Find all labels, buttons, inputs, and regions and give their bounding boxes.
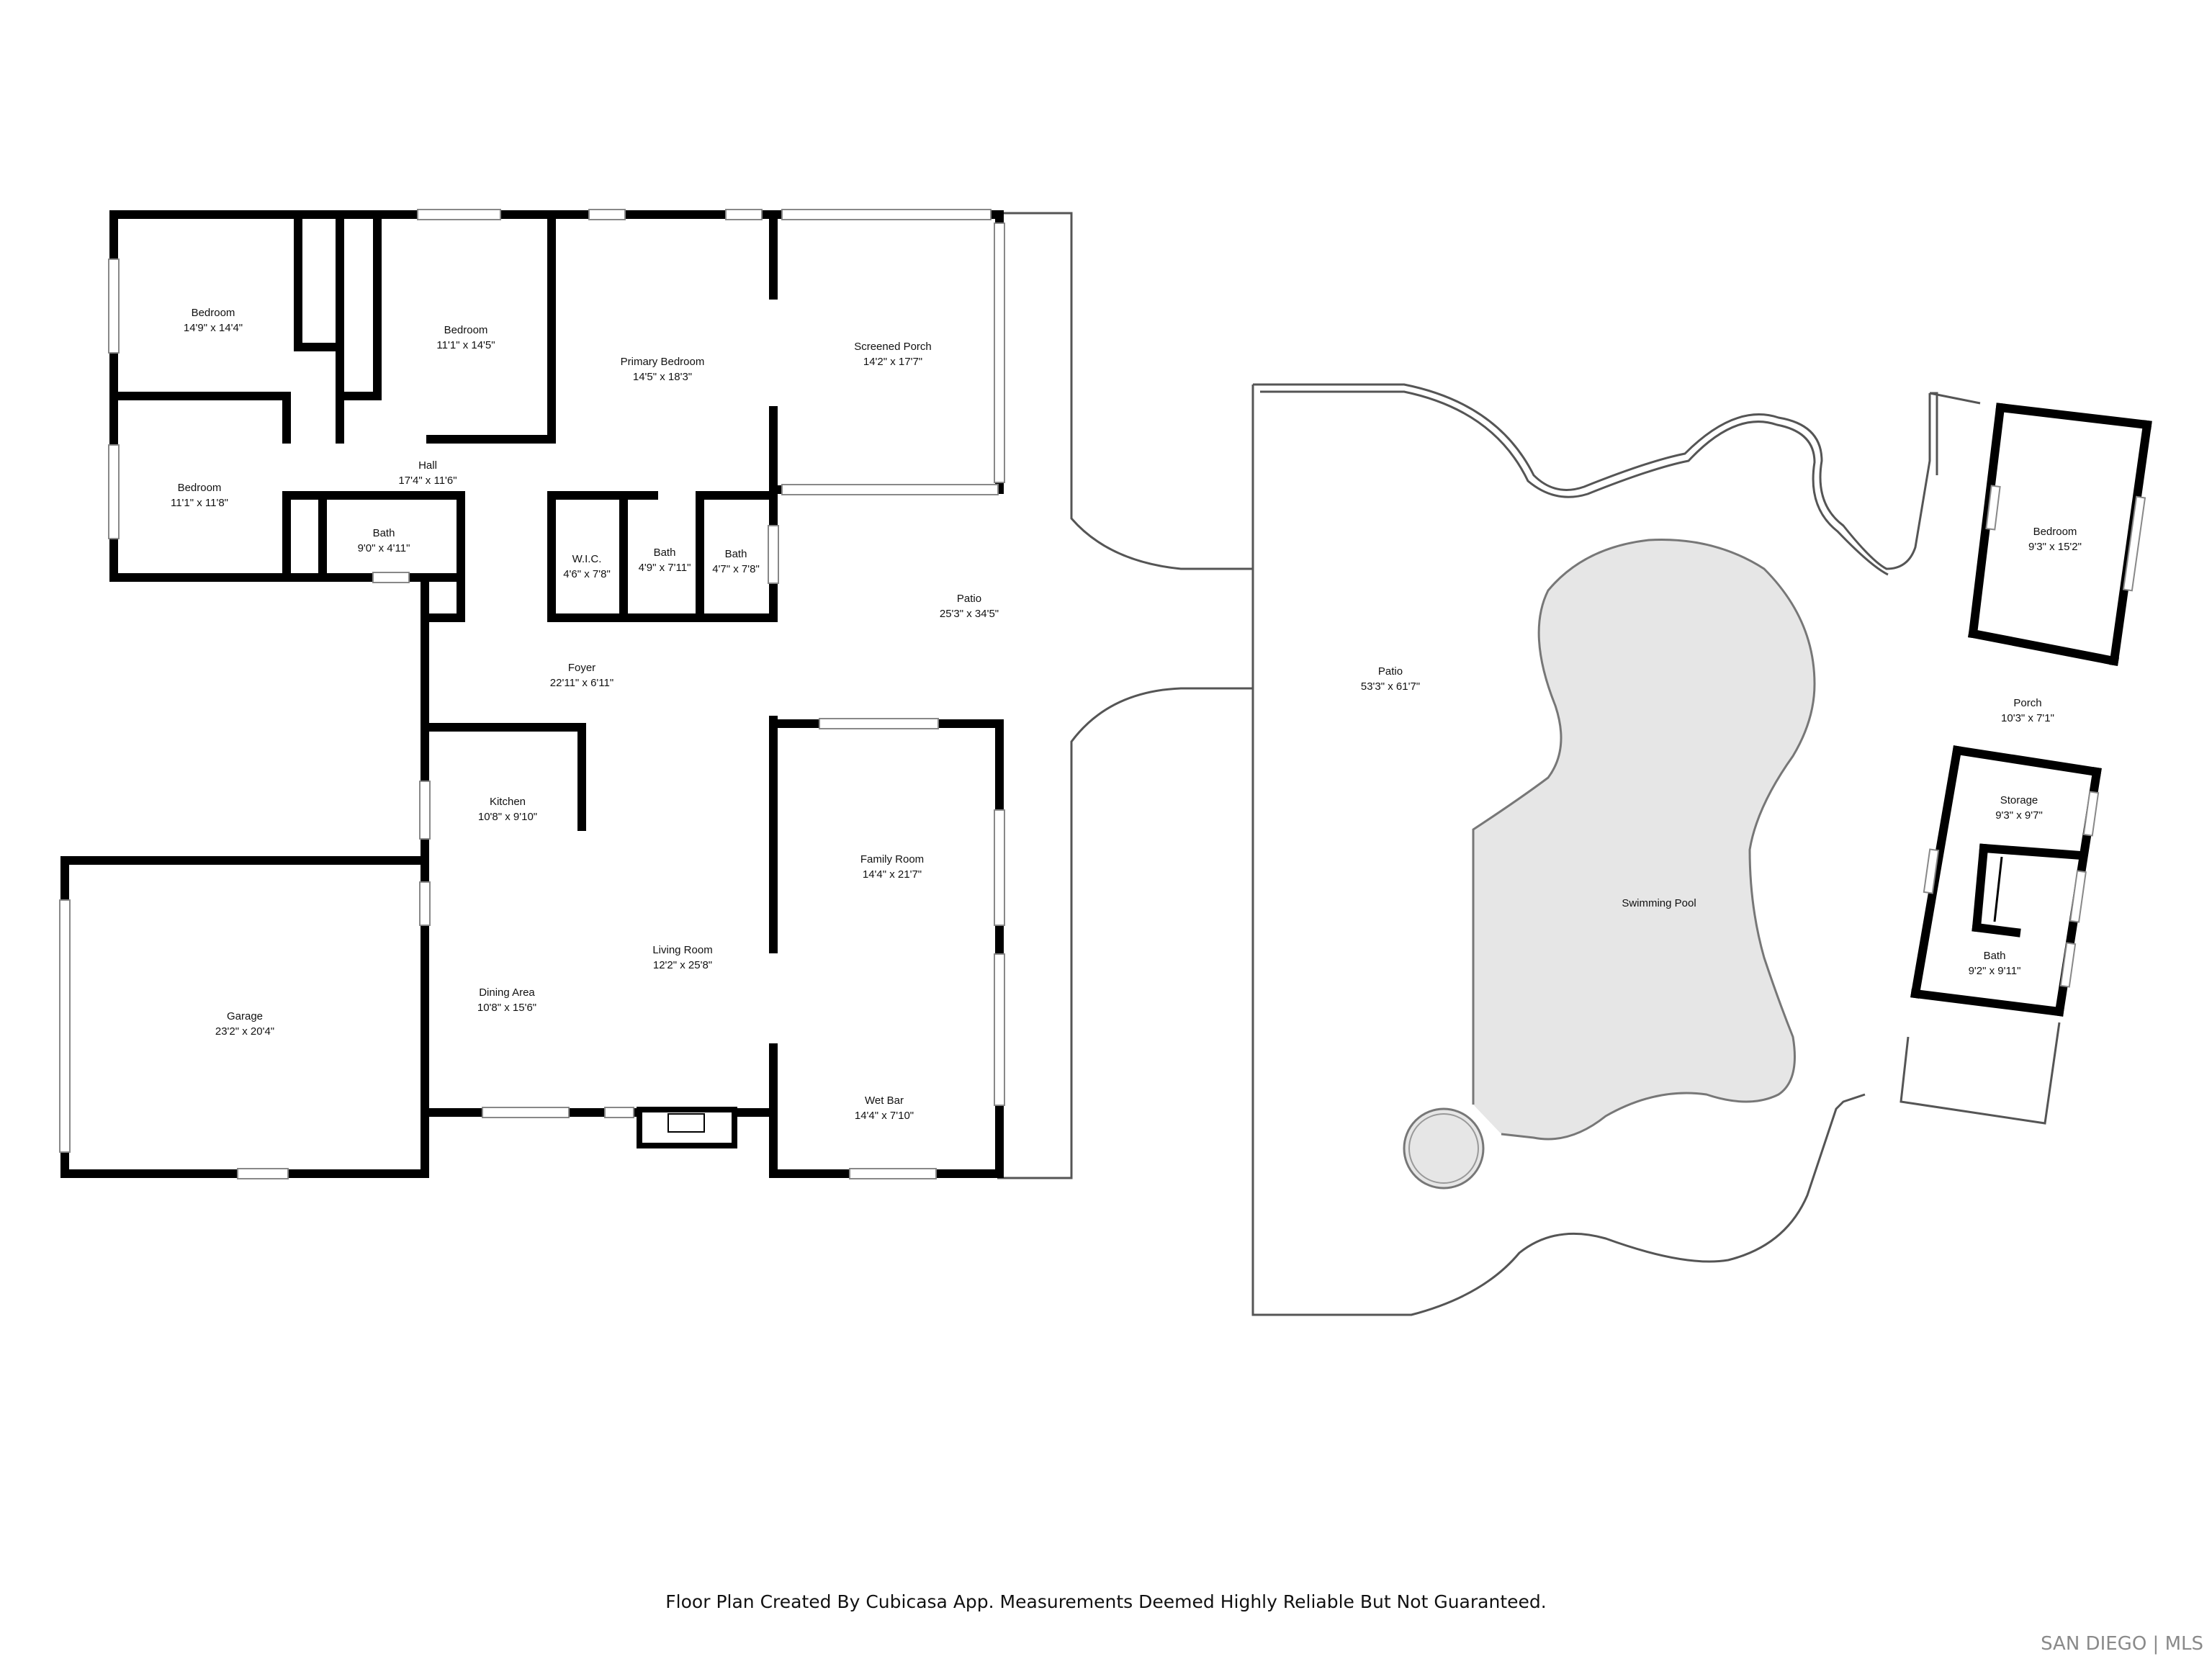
label-foyer-name: Foyer (568, 662, 595, 674)
label-porch-dims: 10'3" x 7'1" (2001, 712, 2054, 724)
label-bath-4-dims: 9'2" x 9'11" (1969, 965, 2021, 977)
label-bedroom-3-name: Bedroom (178, 482, 222, 494)
label-swimming-pool-name: Swimming Pool (1622, 897, 1696, 909)
disclaimer-text: Floor Plan Created By Cubicasa App. Meas… (665, 1591, 1547, 1612)
label-porch-name: Porch (2013, 697, 2041, 709)
brand-logo-text: SAN DIEGO | MLS (2041, 1633, 2203, 1655)
label-wet-bar-dims: 14'4" x 7'10" (855, 1110, 914, 1122)
label-wic-dims: 4'6" x 7'8" (563, 568, 611, 580)
label-dining-area-dims: 10'8" x 15'6" (477, 1002, 536, 1014)
label-garage-dims: 23'2" x 20'4" (215, 1025, 274, 1038)
label-primary-bedroom-name: Primary Bedroom (621, 356, 705, 368)
room-labels: Bedroom 14'9" x 14'4" Bedroom 11'1" x 14… (171, 307, 2082, 1122)
label-bath-2-dims: 4'9" x 7'11" (639, 562, 691, 574)
pool-spa-inner (1408, 1113, 1479, 1184)
patio-2-inner-outline (1260, 390, 1889, 576)
label-patio-2-name: Patio (1378, 665, 1403, 678)
label-bedroom-1-name: Bedroom (192, 307, 235, 319)
label-storage-dims: 9'3" x 9'7" (1995, 809, 2043, 822)
label-screened-porch-name: Screened Porch (854, 341, 932, 353)
label-kitchen-name: Kitchen (490, 796, 526, 808)
label-patio-1-dims: 25'3" x 34'5" (940, 608, 999, 620)
label-primary-bedroom-dims: 14'5" x 18'3" (633, 371, 692, 383)
label-patio-1-name: Patio (957, 593, 981, 605)
label-hall-name: Hall (418, 459, 437, 472)
label-screened-porch-dims: 14'2" x 17'7" (863, 356, 922, 368)
label-bedroom-4-dims: 9'3" x 15'2" (2028, 541, 2082, 553)
label-bath-1-name: Bath (373, 527, 395, 539)
patio-1-outline (997, 212, 1254, 1179)
label-family-room-name: Family Room (860, 853, 924, 866)
casita-windows (1923, 485, 2146, 988)
patio-2-outline (1251, 383, 1931, 1316)
swimming-pool (1472, 539, 1816, 1141)
label-living-room-name: Living Room (652, 944, 712, 956)
label-dining-area-name: Dining Area (479, 986, 535, 999)
label-bath-1-dims: 9'0" x 4'11" (358, 542, 410, 554)
label-foyer-dims: 22'11" x 6'11" (550, 677, 613, 689)
label-storage-name: Storage (2000, 794, 2038, 806)
label-bath-3-dims: 4'7" x 7'8" (712, 563, 760, 575)
label-bedroom-2-name: Bedroom (444, 324, 488, 336)
label-bath-4-name: Bath (1984, 950, 2006, 962)
label-bedroom-3-dims: 11'1" x 11'8" (171, 497, 228, 509)
label-patio-2-dims: 53'3" x 61'7" (1361, 680, 1420, 693)
label-wet-bar-name: Wet Bar (865, 1094, 904, 1107)
house-walls (60, 210, 1004, 1178)
label-bedroom-1-dims: 14'9" x 14'4" (184, 322, 243, 334)
label-bedroom-4-name: Bedroom (2033, 526, 2077, 538)
pool-spa (1403, 1107, 1485, 1190)
label-wic-name: W.I.C. (572, 553, 602, 565)
label-living-room-dims: 12'2" x 25'8" (653, 959, 712, 971)
windows (59, 209, 1005, 1179)
label-bedroom-2-dims: 11'1" x 14'5" (436, 339, 495, 351)
casita-deck-outline (1899, 392, 2061, 1125)
label-kitchen-dims: 10'8" x 9'10" (478, 811, 537, 823)
label-bath-2-name: Bath (654, 547, 676, 559)
label-family-room-dims: 14'4" x 21'7" (863, 868, 922, 881)
casita-walls (1910, 403, 2152, 1017)
label-garage-name: Garage (227, 1010, 263, 1022)
label-bath-3-name: Bath (725, 548, 747, 560)
label-hall-dims: 17'4" x 11'6" (398, 475, 457, 487)
